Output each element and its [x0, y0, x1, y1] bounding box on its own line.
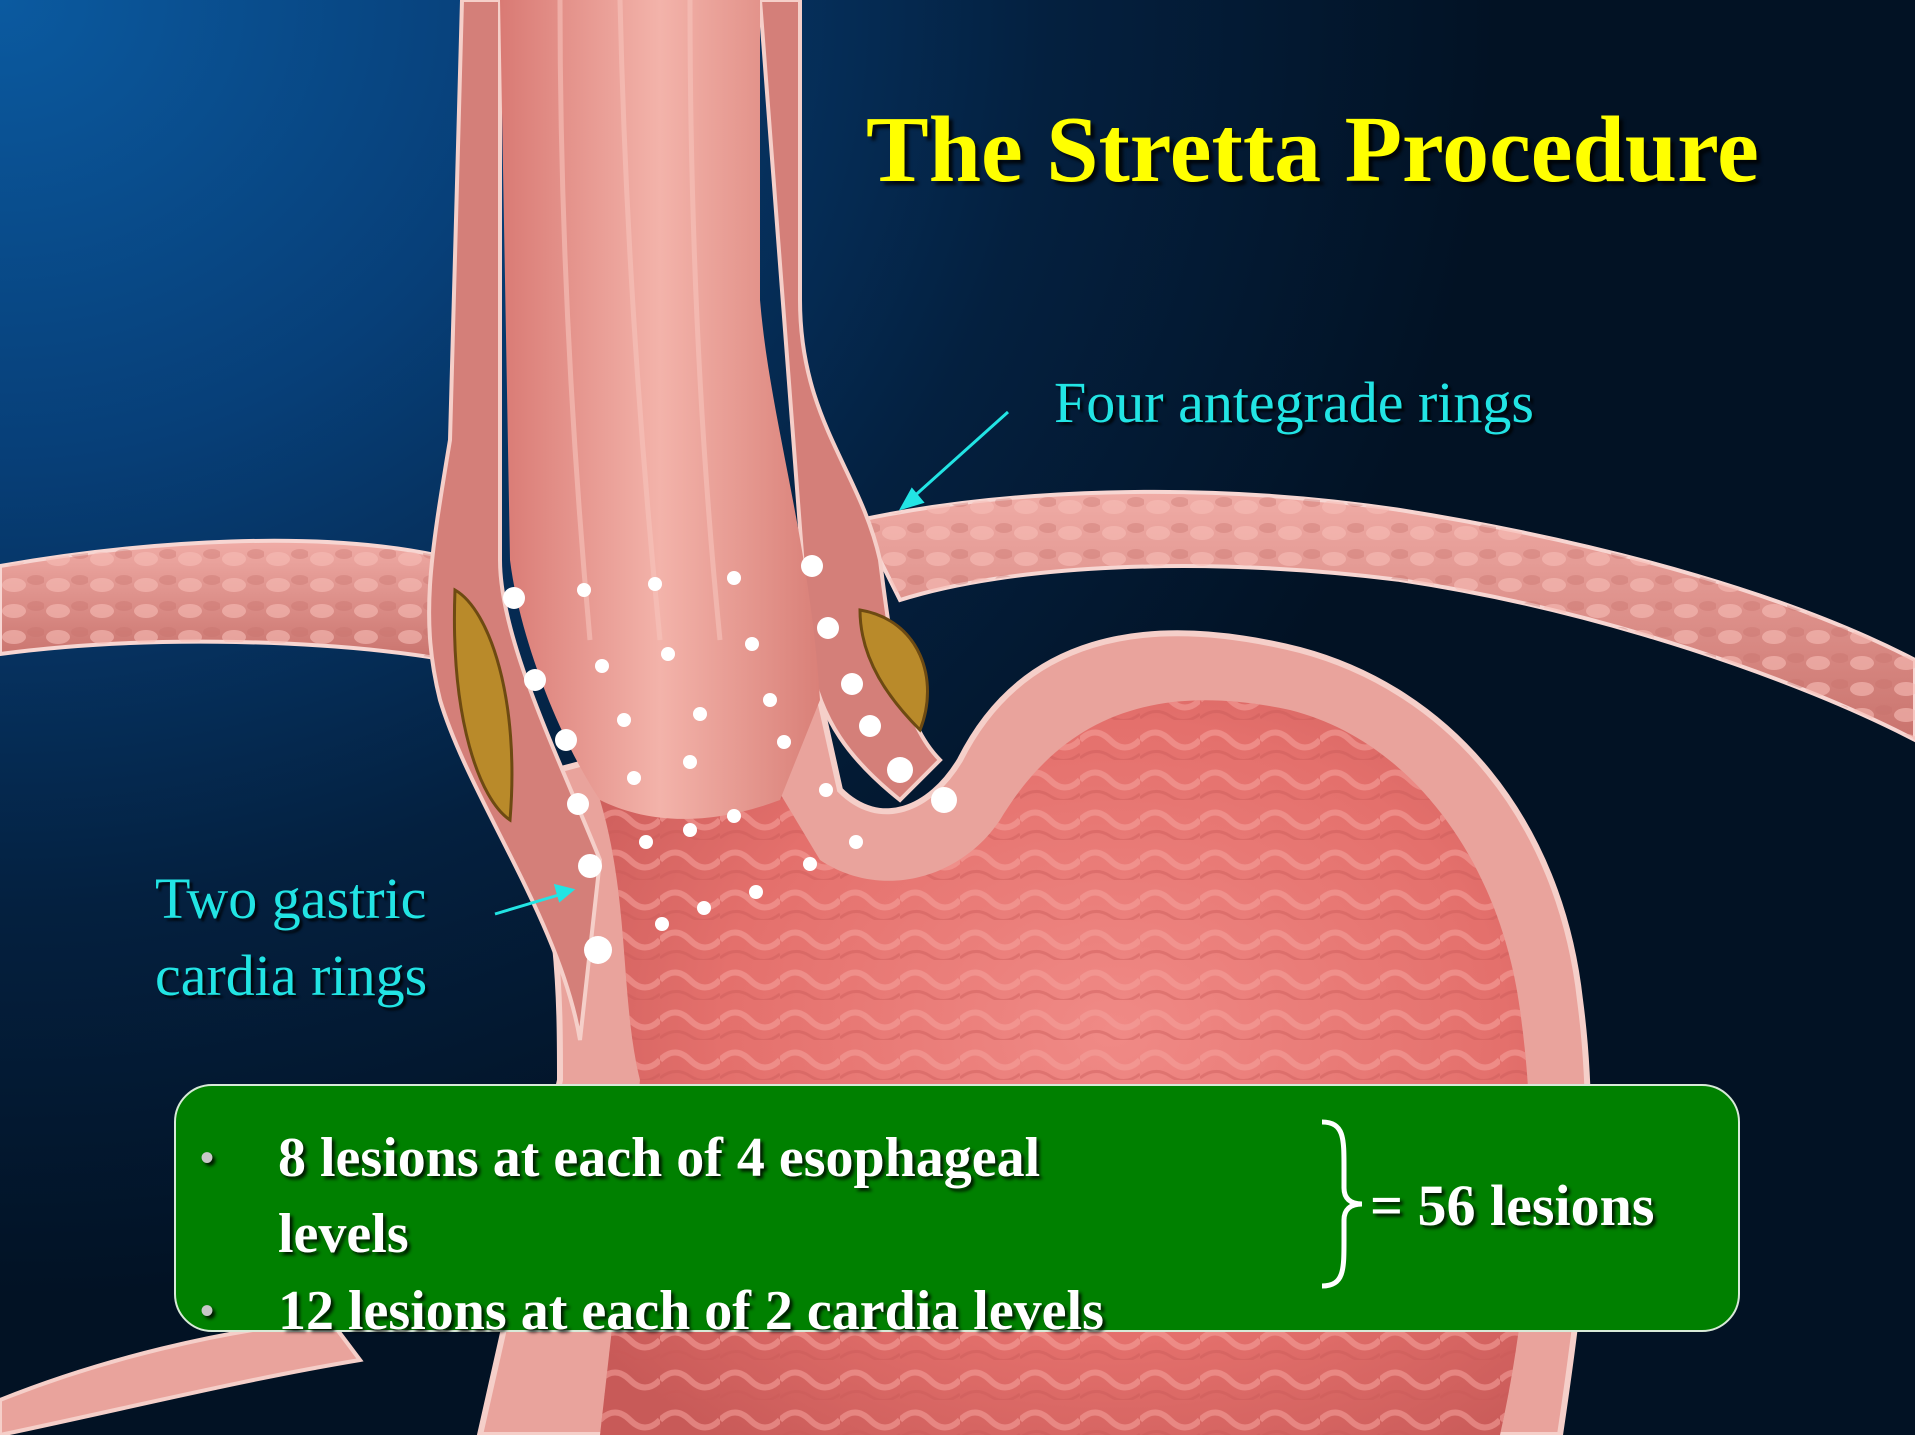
- bullet-text-line: 12 lesions at each of 2 cardia levels: [278, 1273, 1104, 1349]
- bullet-text-line: 8 lesions at each of 4 esophageal: [278, 1120, 1040, 1196]
- four-rings-arrow: [902, 412, 1008, 508]
- label-line: cardia rings: [155, 937, 427, 1014]
- bullet-dot: •: [200, 1273, 214, 1349]
- slide-title: The Stretta Procedure: [866, 96, 1759, 204]
- curly-brace: [1310, 1118, 1370, 1290]
- bullet-text-line: levels: [278, 1196, 1040, 1272]
- two-gastric-cardia-rings-label: Two gastric cardia rings: [155, 860, 427, 1014]
- total-lesions: = 56 lesions: [1370, 1172, 1654, 1239]
- bullet-dot: •: [200, 1120, 214, 1196]
- four-antegrade-rings-label: Four antegrade rings: [1054, 364, 1534, 441]
- label-line: Two gastric: [155, 860, 427, 937]
